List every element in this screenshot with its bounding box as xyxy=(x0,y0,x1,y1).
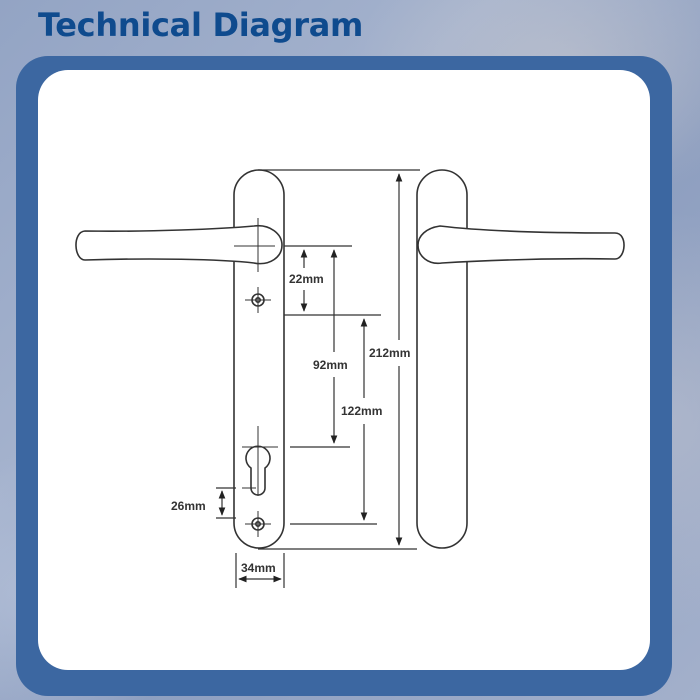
bottom-screw-hole-icon xyxy=(245,511,271,537)
left-lever-handle xyxy=(75,224,283,265)
dimension-lines xyxy=(216,169,420,588)
top-screw-hole-icon xyxy=(245,287,271,313)
dimension-label-212mm: 212mm xyxy=(369,346,410,360)
page-title: Technical Diagram xyxy=(38,6,364,44)
dimension-label-34mm: 34mm xyxy=(241,561,276,575)
diagram-panel: 22mm 92mm 122mm 212mm 26mm 34mm xyxy=(38,70,650,670)
dimension-label-122mm: 122mm xyxy=(341,404,382,418)
right-backplate xyxy=(416,169,468,549)
euro-cylinder-cutout-icon xyxy=(242,426,278,496)
right-lever-handle xyxy=(417,225,625,265)
handle-technical-drawing: 22mm 92mm 122mm 212mm 26mm 34mm xyxy=(75,169,625,588)
spindle-crosshair xyxy=(234,218,275,272)
dimension-label-22mm: 22mm xyxy=(289,272,324,286)
dimension-label-92mm: 92mm xyxy=(313,358,348,372)
dimension-label-26mm: 26mm xyxy=(171,499,206,513)
